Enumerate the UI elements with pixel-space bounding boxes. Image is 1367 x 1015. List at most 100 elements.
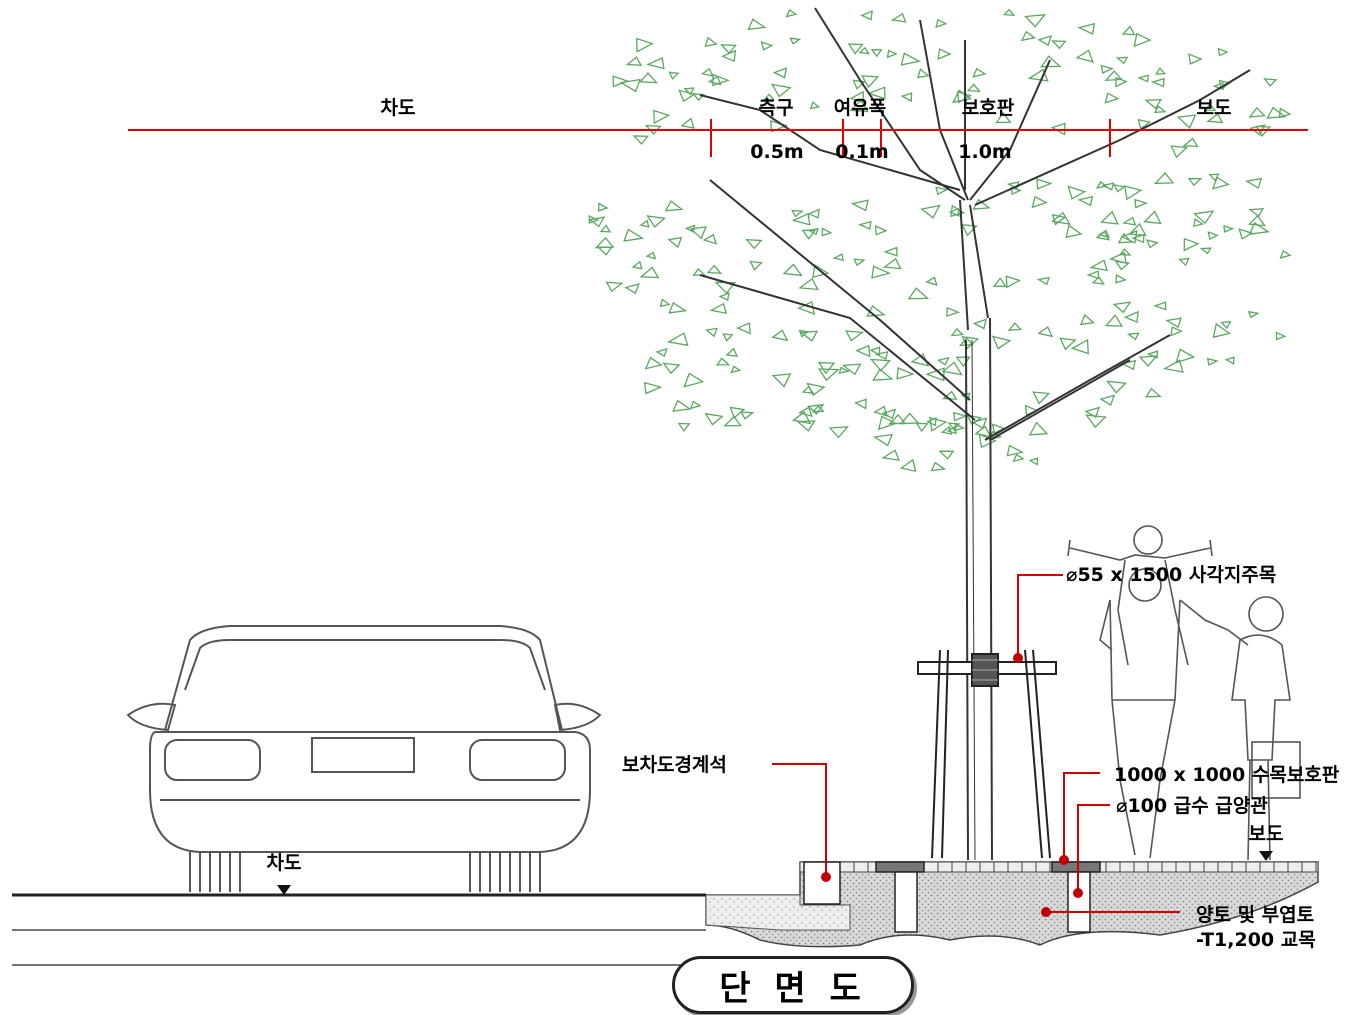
level-label-road: 차도: [266, 852, 302, 874]
leaf-mark: [1051, 211, 1071, 225]
leaf-mark: [712, 73, 731, 87]
leaf-mark: [1248, 221, 1270, 235]
leaf-mark: [655, 348, 668, 358]
leaf-mark: [1170, 326, 1183, 337]
leaf-mark: [852, 79, 867, 90]
callout-irrigation-pipe: ⌀100 급수 급양관: [1116, 795, 1268, 817]
leaf-mark: [992, 277, 1007, 288]
leaf-mark: [916, 68, 930, 79]
leaf-mark: [1263, 78, 1278, 87]
callout-stake: ⌀55 x 1500 사각지주목: [1066, 564, 1277, 586]
leaf-mark: [672, 399, 692, 412]
leaf-mark: [1032, 391, 1051, 405]
callout-curb-stone: 보차도경계석: [622, 754, 727, 776]
leaf-mark: [869, 346, 881, 356]
leaf-mark: [719, 44, 738, 55]
leaf-mark: [1106, 380, 1128, 394]
leaf-mark: [789, 37, 802, 45]
leaf-mark: [1005, 275, 1021, 289]
leaf-mark: [866, 86, 886, 100]
leaf-mark: [612, 75, 630, 88]
leaf-mark: [860, 10, 873, 21]
leaf-mark: [619, 78, 641, 93]
leaf-mark: [1114, 260, 1131, 271]
drawing-title: 단 면 도: [719, 968, 867, 1009]
leaf-mark: [706, 264, 723, 275]
leaf-mark: [1211, 176, 1230, 190]
dim-label-gutter: 측구: [758, 97, 794, 119]
leaf-mark: [1037, 326, 1054, 338]
leaf-mark: [772, 67, 788, 79]
leaf-mark: [1036, 276, 1050, 286]
leaf-mark: [1084, 406, 1101, 419]
dim-width-gutter: 0.5m: [750, 141, 804, 163]
leaf-mark: [1112, 183, 1126, 193]
leaf-mark: [1112, 301, 1132, 314]
leaf-mark: [668, 71, 680, 80]
leaf-mark: [1224, 356, 1235, 365]
leaf-mark: [1128, 222, 1147, 237]
leaf-mark: [659, 298, 671, 308]
leaf-mark: [801, 229, 817, 240]
leaf-mark: [646, 215, 666, 228]
leaf-mark: [955, 356, 971, 368]
leaf-mark: [1248, 106, 1266, 118]
leaf-mark: [937, 48, 952, 60]
leaf-mark: [704, 412, 724, 426]
leaf-mark: [845, 330, 865, 342]
leaf-mark: [1170, 145, 1188, 159]
leaf-mark: [883, 246, 898, 257]
leaf-mark: [838, 366, 851, 374]
leaf-mark: [1115, 56, 1129, 65]
leaf-mark: [1220, 321, 1232, 330]
leaf-mark: [899, 458, 917, 473]
leaf-mark: [705, 327, 718, 338]
leaf-mark: [812, 263, 830, 279]
leaf-mark: [950, 204, 966, 218]
leaf-mark: [1248, 207, 1265, 218]
leaf-mark: [1099, 394, 1116, 407]
leaf-mark: [1217, 47, 1229, 57]
leaf-mark: [740, 411, 755, 420]
leaf-mark: [930, 461, 947, 472]
leaf-mark: [807, 208, 820, 219]
leaf-mark: [1155, 66, 1167, 75]
leaf-mark: [1077, 195, 1094, 207]
leaf-mark: [853, 258, 866, 267]
leaf-mark: [1100, 64, 1114, 74]
leaf-mark: [941, 361, 963, 376]
leaf-mark: [1187, 178, 1203, 187]
leaf-mark: [1117, 232, 1133, 244]
leaf-mark: [858, 46, 871, 55]
leaf-mark: [730, 365, 742, 374]
leaf-mark: [1193, 210, 1215, 225]
leaf-mark: [874, 351, 889, 361]
leaf-mark: [877, 415, 898, 431]
leaf-mark: [807, 227, 819, 236]
leaf-mark: [1153, 301, 1167, 311]
leaf-mark: [662, 362, 681, 375]
leaf-mark: [605, 281, 624, 293]
leaf-mark: [1278, 107, 1292, 119]
sidewalk-level-marker-icon: [1259, 851, 1273, 861]
leaf-mark: [1137, 74, 1149, 83]
leaf-mark: [1175, 348, 1196, 364]
leaf-mark: [806, 382, 826, 397]
leaf-mark: [1163, 359, 1184, 373]
leaf-mark: [858, 220, 872, 230]
tree-foliage: [588, 8, 1292, 473]
leaf-mark: [631, 260, 643, 270]
leaf-mark: [689, 400, 702, 410]
road-level-marker-icon: [277, 885, 291, 895]
leaf-mark: [796, 420, 816, 432]
leaf-mark: [1134, 198, 1149, 209]
leaf-mark: [798, 277, 819, 291]
callout-soil: 양토 및 부엽토: [1196, 904, 1315, 926]
leaf-mark: [1036, 178, 1053, 190]
leaf-mark: [1075, 49, 1094, 63]
leaf-mark: [1091, 276, 1106, 285]
leaf-mark: [1124, 185, 1143, 201]
leaf-mark: [1079, 313, 1095, 326]
leaf-mark: [872, 433, 894, 447]
leaf-mark: [683, 372, 705, 388]
